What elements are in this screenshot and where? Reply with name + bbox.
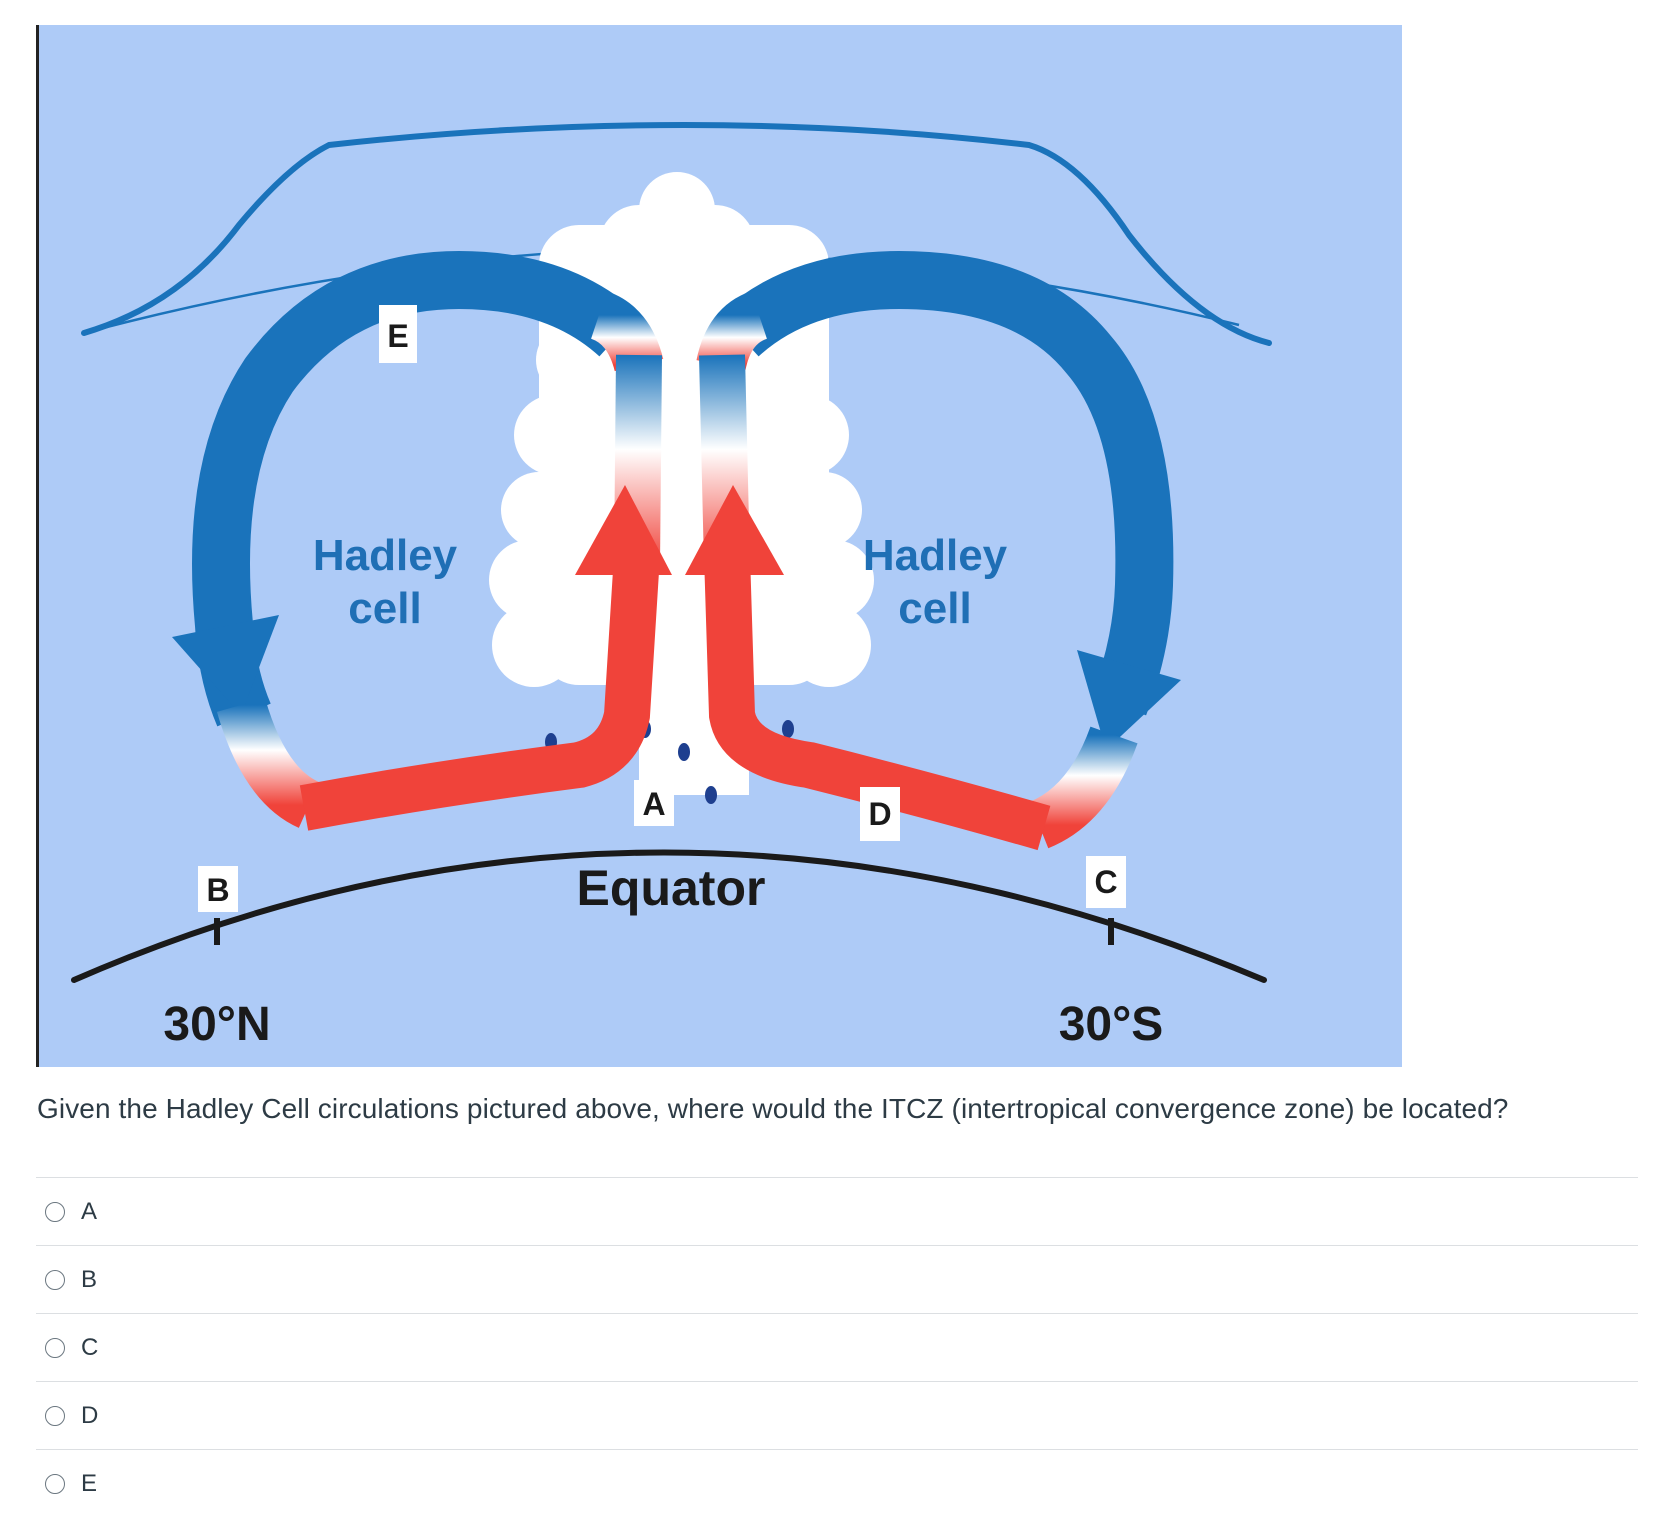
svg-text:A: A <box>642 786 665 822</box>
radio-button-d[interactable] <box>45 1405 65 1426</box>
left-cell-up-arrowhead <box>575 485 672 575</box>
option-label-a: A <box>81 1197 98 1225</box>
earth-surface <box>71 849 1267 983</box>
option-d[interactable]: D <box>36 1381 1638 1449</box>
hadley-right-label-line2: cell <box>898 584 971 633</box>
left-cell-lower-blend <box>216 697 321 828</box>
radio-button-e[interactable] <box>45 1473 65 1494</box>
left-cell-surface-flow <box>299 553 660 831</box>
equator-label: Equator <box>577 860 766 916</box>
hadley-cell-diagram: Hadley cell Hadley cell Equator 30°N 30°… <box>36 25 1402 1067</box>
marker-e: E <box>379 305 417 363</box>
option-b[interactable]: B <box>36 1245 1638 1313</box>
option-a[interactable]: A <box>36 1177 1638 1245</box>
tropopause-outline <box>81 122 1272 346</box>
marker-b: B <box>198 866 238 912</box>
svg-text:C: C <box>1094 864 1117 900</box>
option-label-e: E <box>81 1469 98 1497</box>
radio-button-a[interactable] <box>45 1201 65 1222</box>
hadley-left-label-line1: Hadley <box>313 531 458 580</box>
option-c[interactable]: C <box>36 1313 1638 1381</box>
hadley-cell-svg: Hadley cell Hadley cell Equator 30°N 30°… <box>71 122 1272 1051</box>
radio-button-c[interactable] <box>45 1337 65 1358</box>
right-cell-down-arrowhead <box>1077 650 1181 750</box>
lat-south-label: 30°S <box>1059 998 1164 1051</box>
marker-c: C <box>1086 856 1126 908</box>
option-label-b: B <box>81 1265 98 1293</box>
lat-north-label: 30°N <box>163 998 270 1051</box>
radio-button-b[interactable] <box>45 1269 65 1290</box>
marker-d: D <box>860 787 900 841</box>
option-e[interactable]: E <box>36 1449 1638 1517</box>
left-cell-down-arrowhead <box>172 615 279 715</box>
right-cell-up-arrowhead <box>685 485 784 575</box>
marker-a: A <box>634 780 674 826</box>
option-label-c: C <box>81 1333 99 1361</box>
question-text: Given the Hadley Cell circulations pictu… <box>37 1093 1509 1124</box>
right-cell-upper-flow <box>719 250 1174 716</box>
svg-text:E: E <box>387 318 408 354</box>
svg-text:B: B <box>206 872 229 908</box>
right-cell-surface-flow <box>704 554 1051 851</box>
answer-options: A B C D E <box>36 1177 1638 1517</box>
hadley-right-label-line1: Hadley <box>863 531 1008 580</box>
right-cell-lower-blend <box>1028 726 1138 849</box>
svg-text:D: D <box>868 796 891 832</box>
option-label-d: D <box>81 1401 99 1429</box>
hadley-left-label-line2: cell <box>348 584 421 633</box>
